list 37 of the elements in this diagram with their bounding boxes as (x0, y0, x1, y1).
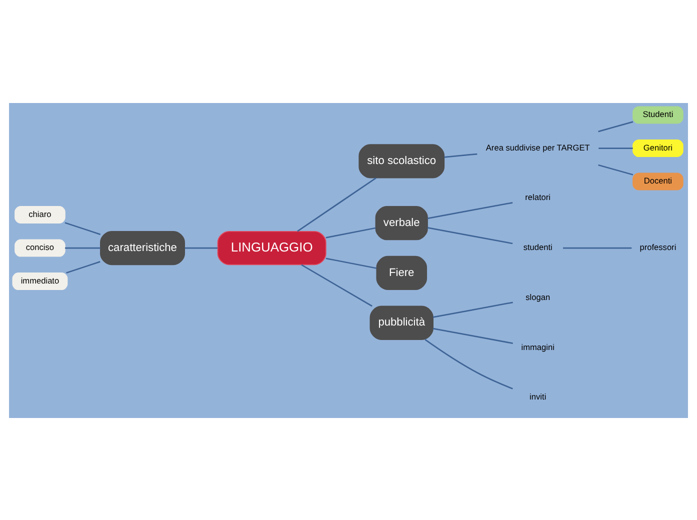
connector (297, 176, 376, 232)
connector (427, 202, 513, 219)
connector (432, 327, 513, 344)
connector (64, 222, 101, 235)
node-box: pubblicità (370, 305, 434, 340)
node-box: verbale (375, 206, 428, 240)
connector (326, 226, 376, 238)
connector (326, 257, 377, 268)
connector (563, 246, 632, 248)
node-box: Studenti (632, 106, 684, 124)
node-box: caratteristiche (100, 230, 185, 265)
connector (65, 246, 100, 248)
connector (598, 120, 634, 132)
node-text: relatori (525, 192, 551, 202)
connector (444, 152, 478, 158)
node-text: inviti (530, 391, 546, 402)
node-text: studenti (523, 242, 552, 252)
node-box: immediato (12, 272, 68, 290)
connector (301, 264, 372, 306)
node-box: conciso (14, 238, 66, 256)
connector (598, 164, 634, 175)
node-text: immagini (521, 341, 554, 352)
node-text: professori (640, 242, 676, 252)
node-box: Docenti (632, 172, 684, 190)
connector (184, 246, 218, 248)
connector (427, 226, 513, 244)
connector (598, 147, 633, 148)
node-box: Fiere (376, 255, 428, 290)
connector (424, 338, 513, 389)
connector (66, 260, 100, 274)
node-box: chiaro (14, 206, 66, 224)
node-box: Genitori (632, 138, 684, 157)
node-box: sito scolastico (358, 144, 445, 178)
node-box: LINGUAGGIO (217, 230, 326, 265)
node-text: slogan (526, 291, 550, 302)
node-text: Area suddivise per TARGET (486, 142, 590, 152)
connector (432, 301, 513, 318)
